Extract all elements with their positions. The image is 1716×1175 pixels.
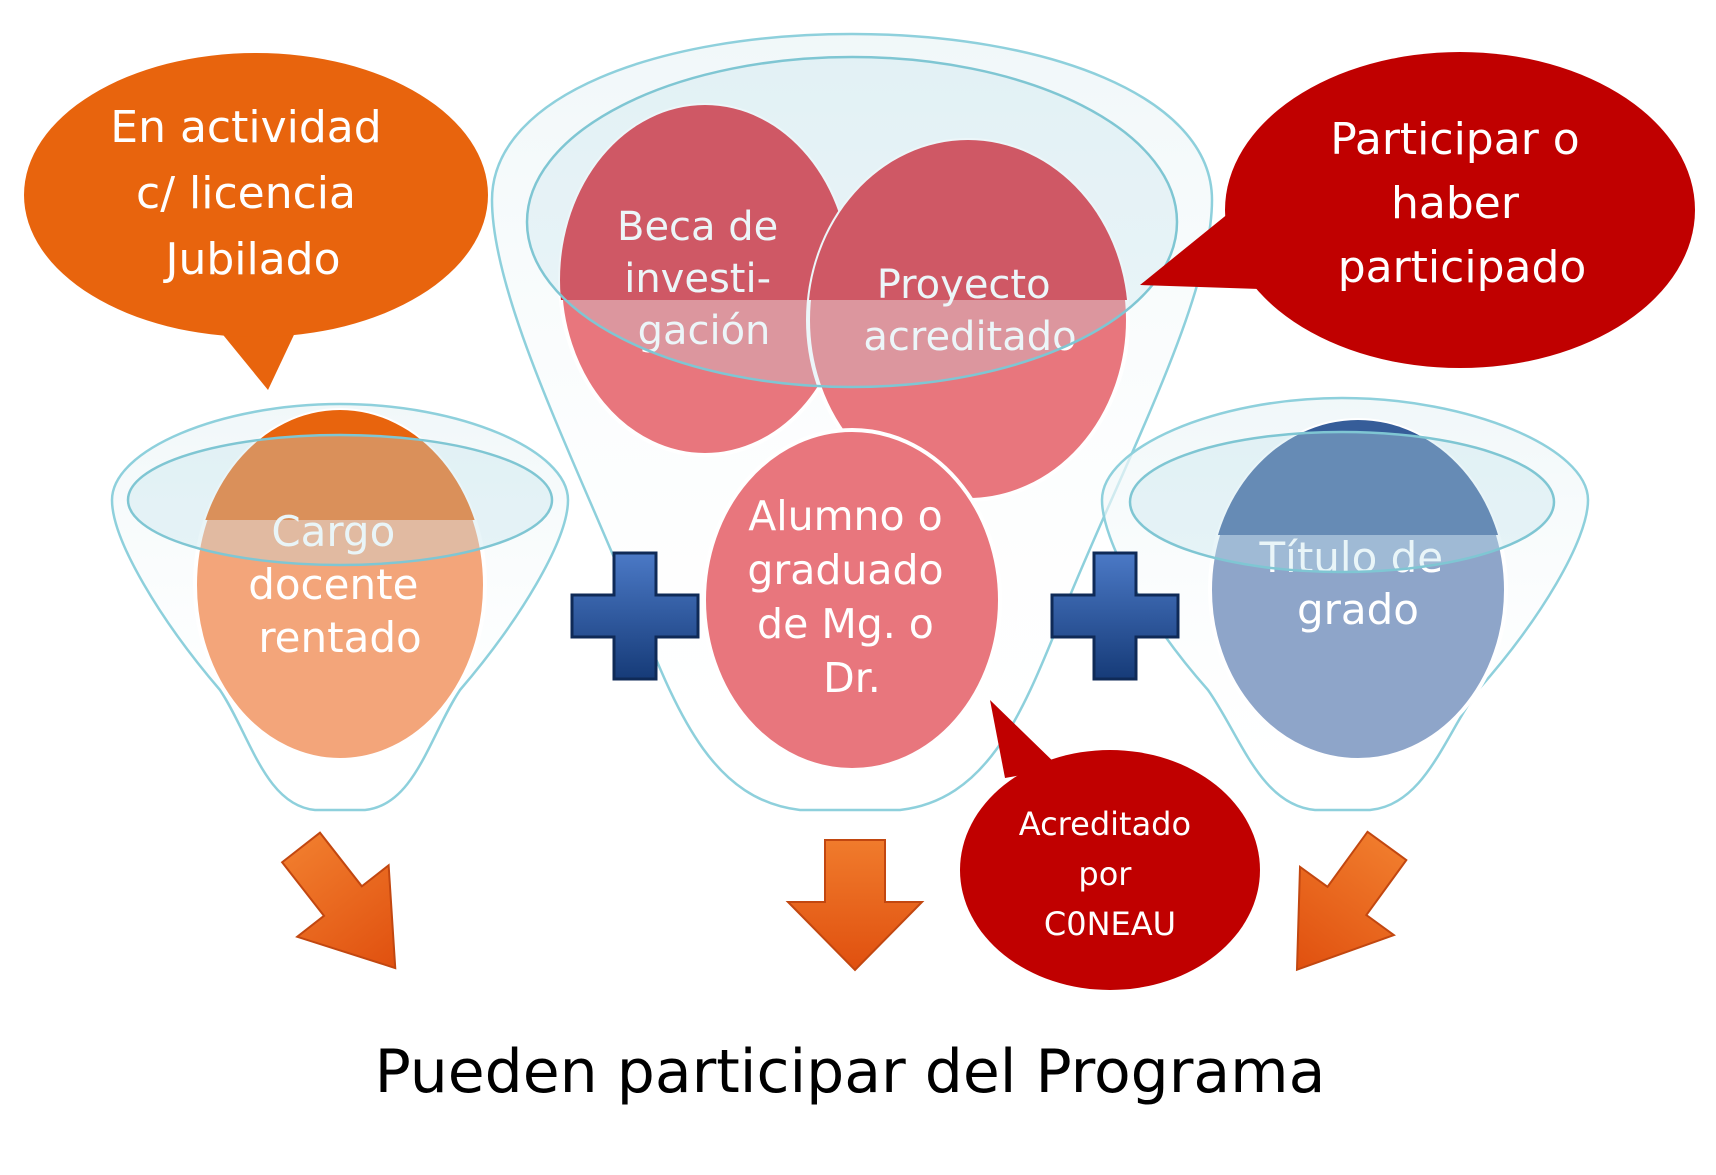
- circle-alumno-line: de Mg. o: [757, 600, 934, 648]
- circle-proyecto-text: Proyecto acreditado: [863, 262, 1076, 360]
- callout-activity: En actividad c/ licencia Jubilado: [24, 53, 488, 390]
- circle-beca-line: gación: [638, 308, 771, 354]
- plus-icon: [570, 551, 700, 681]
- circle-cargo-line: docente: [248, 560, 418, 609]
- arrow-down-icon: [1295, 830, 1408, 972]
- circle-alumno-line: Alumno o: [748, 492, 943, 540]
- circle-titulo-line: Título de: [1259, 533, 1444, 582]
- callout-coneau: Acreditado por C0NEAU: [960, 700, 1260, 990]
- arrow-down-icon: [280, 831, 397, 970]
- plus-icon: [1050, 551, 1180, 681]
- funnel-left-rim: [126, 433, 554, 567]
- svg-text:Cargo docente rent: Cargo docente rentado: [248, 507, 432, 662]
- footer-text: Pueden participar del Programa: [375, 1037, 1326, 1107]
- callout-activity-line: Jubilado: [162, 234, 340, 285]
- circle-cargo-line: rentado: [258, 613, 421, 662]
- callout-participate-line: haber: [1391, 178, 1520, 229]
- circle-titulo: Título de grado: [1208, 418, 1508, 762]
- funnel-right-rim: [1128, 430, 1556, 574]
- callout-coneau-line: C0NEAU: [1044, 905, 1176, 943]
- svg-text:Acreditado por C0N: Acreditado por C0NEAU: [1019, 805, 1201, 943]
- circle-cargo-line: Cargo: [271, 507, 395, 556]
- funnel-center-rim: [525, 55, 1179, 389]
- circle-proyecto-line: Proyecto: [877, 262, 1051, 308]
- callout-activity-line: c/ licencia: [136, 168, 356, 219]
- circle-titulo-line: grado: [1297, 585, 1419, 634]
- circle-proyecto: [806, 138, 1130, 502]
- circle-beca: [558, 103, 852, 457]
- circle-alumno: Alumno o graduado de Mg. o Dr.: [702, 428, 1002, 772]
- circle-proyecto-line: acreditado: [863, 314, 1076, 360]
- arrow-down-icon: [785, 839, 925, 972]
- callout-participate-line: Participar o: [1330, 114, 1579, 165]
- callout-coneau-line: por: [1078, 855, 1132, 893]
- callout-coneau-line: Acreditado: [1019, 805, 1191, 843]
- circle-beca-text: Beca de investi- gación: [617, 204, 791, 354]
- svg-text:Participar o haber: Participar o haber participado: [1330, 114, 1593, 293]
- circle-alumno-line: graduado: [747, 546, 943, 594]
- circle-beca-line: Beca de: [617, 204, 778, 250]
- svg-text:En actividad c/ licencia: En actividad c/ licencia Jubilado: [110, 102, 395, 285]
- svg-text:Título de grado: Título de grado: [1259, 533, 1457, 634]
- circle-beca-line: investi-: [624, 256, 771, 302]
- circle-alumno-line: Dr.: [823, 654, 881, 702]
- callout-activity-line: En actividad: [110, 102, 381, 153]
- callout-participate: Participar o haber participado: [1140, 52, 1695, 368]
- svg-text:Alumno o graduado: Alumno o graduado de Mg. o Dr.: [747, 492, 956, 702]
- callout-participate-line: participado: [1338, 242, 1587, 293]
